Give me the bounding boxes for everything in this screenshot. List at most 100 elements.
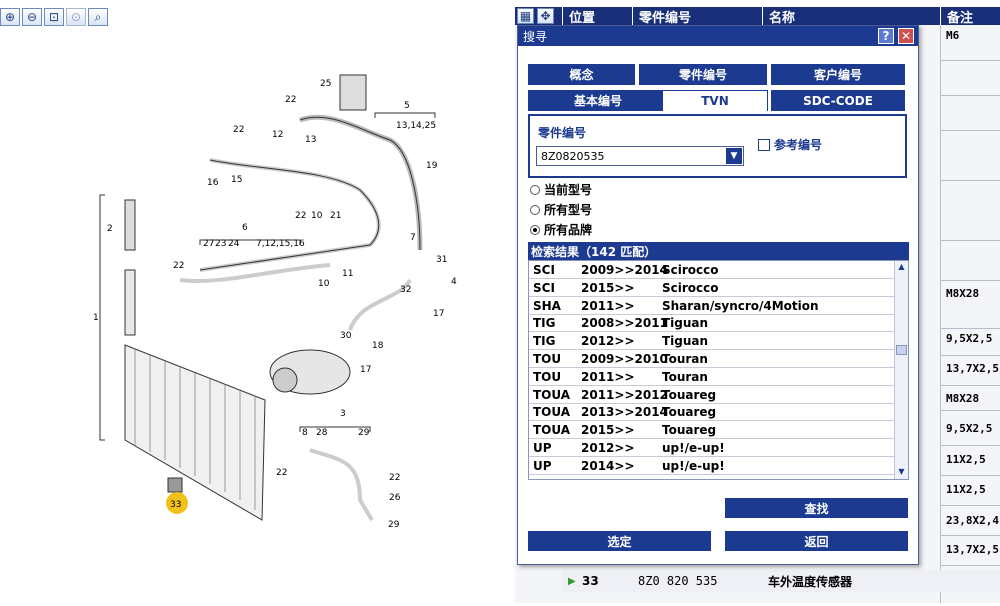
result-model: Touareg [662,405,717,420]
reference-checkbox[interactable]: 参考编号 [758,136,822,153]
radio-all-brands[interactable]: 所有品牌 [530,221,592,238]
part-number-label: 零件编号 [538,126,587,140]
zoom-out-icon[interactable]: ⊖ [22,8,42,26]
table-row[interactable]: ▶ 33 8Z0 820 535 车外温度传感器 [562,570,1000,592]
col-position[interactable]: 位置 [562,7,632,26]
diagram-label: 17 [433,309,444,319]
col-name[interactable]: 名称 [762,7,940,26]
col-part-no[interactable]: 零件编号 [632,7,762,26]
results-scrollbar[interactable]: ▲ ▼ [894,261,908,479]
zoom-fit-icon[interactable]: ⊡ [44,8,64,26]
tab-tvn[interactable]: TVN [662,90,768,111]
note-cell: 23,8X2,4 [946,514,999,527]
tab-part-number[interactable]: 零件编号 [639,64,767,85]
note-cell: 13,7X2,5 [946,362,999,375]
result-year: 2014>> [581,458,635,473]
diagram-label: 29 [358,428,370,438]
radio-dot-selected[interactable] [530,224,540,235]
part-number-value: 8Z0820535 [541,150,605,163]
result-year: 2015>> [581,280,635,295]
result-code: TOU [533,352,562,366]
diagram-label: 12 [272,130,283,140]
zoom-in-icon[interactable]: ⊕ [0,8,20,26]
result-model: Tiguan [662,316,709,331]
grid-view-icon[interactable]: ▦ [517,8,534,24]
part-number-combobox[interactable]: 8Z0820535 ▼ [536,146,744,166]
result-year: 2011>> [581,298,635,313]
diagram-label: 28 [316,428,328,438]
tab-customer-number[interactable]: 客户编号 [771,64,905,85]
table-rule [940,240,1000,241]
diagram-label: 8 [302,428,308,438]
note-cell: 9,5X2,5 [946,422,993,435]
scroll-down-icon[interactable]: ▼ [898,467,905,476]
result-code: SHA [533,298,561,313]
checkbox-box[interactable] [758,138,770,151]
tab-base-number[interactable]: 基本编号 [528,90,668,111]
diagram-label: 22 [295,211,306,221]
radio-current-model[interactable]: 当前型号 [530,181,592,198]
search-dialog: 搜寻 ? ✕ 概念 零件编号 客户编号 基本编号 TVN SDC-CODE 零件… [517,25,919,565]
col-note[interactable]: 备注 [940,7,1000,26]
note-cell: 9,5X2,5 [946,332,993,345]
table-divider [940,25,941,603]
result-year: 2009>>2014 [581,263,668,277]
chevron-down-icon[interactable]: ▼ [726,148,742,164]
zoom-search-icon[interactable]: ⌕ [88,8,108,26]
close-icon[interactable]: ✕ [898,28,914,44]
diagram-label: 10 [318,279,330,289]
table-rule [940,445,1000,446]
diagram-label: 25 [320,79,331,89]
result-code: TOUA [533,423,571,438]
move-icon[interactable]: ✥ [537,8,554,24]
diagram-label: 21 [330,211,341,221]
diagram-label: 23 [215,239,226,249]
scroll-thumb[interactable] [896,345,907,355]
result-model: up!/e-up! [662,441,725,455]
table-rule [940,535,1000,536]
tab-concept[interactable]: 概念 [528,64,635,85]
diagram-label: 22 [233,125,244,135]
table-header-bar [515,7,1000,25]
radio-dot[interactable] [530,184,540,195]
zoom-disabled-icon[interactable]: ⊙ [66,8,86,26]
diagram-label: 7 [410,233,416,243]
diagram-label: 22 [173,261,184,271]
diagram-label: 15 [231,175,242,185]
result-model: Scirocco [662,280,719,295]
result-year: 2009>>2010 [581,352,668,366]
result-year: 2011>> [581,369,635,384]
tab-sdc-code[interactable]: SDC-CODE [771,90,905,111]
radio-all-models[interactable]: 所有型号 [530,201,592,218]
diagram-label: 29 [388,520,400,530]
reference-label: 参考编号 [774,138,823,152]
diagram-label: 22 [389,473,400,483]
diagram-label: 17 [360,365,371,375]
radio-dot[interactable] [530,204,540,215]
select-button[interactable]: 选定 [528,531,711,551]
diagram-label: 1 [93,313,99,323]
highlight-marker[interactable] [166,492,188,514]
result-year: 2012>> [581,441,635,455]
result-code: TIG [533,334,556,349]
radio-label: 所有品牌 [544,223,593,237]
diagram-label: 30 [340,331,352,341]
help-icon[interactable]: ? [878,28,894,44]
diagram-label: 18 [372,341,384,351]
find-button[interactable]: 查找 [725,498,908,518]
back-button[interactable]: 返回 [725,531,908,551]
scroll-up-icon[interactable]: ▲ [898,262,905,271]
